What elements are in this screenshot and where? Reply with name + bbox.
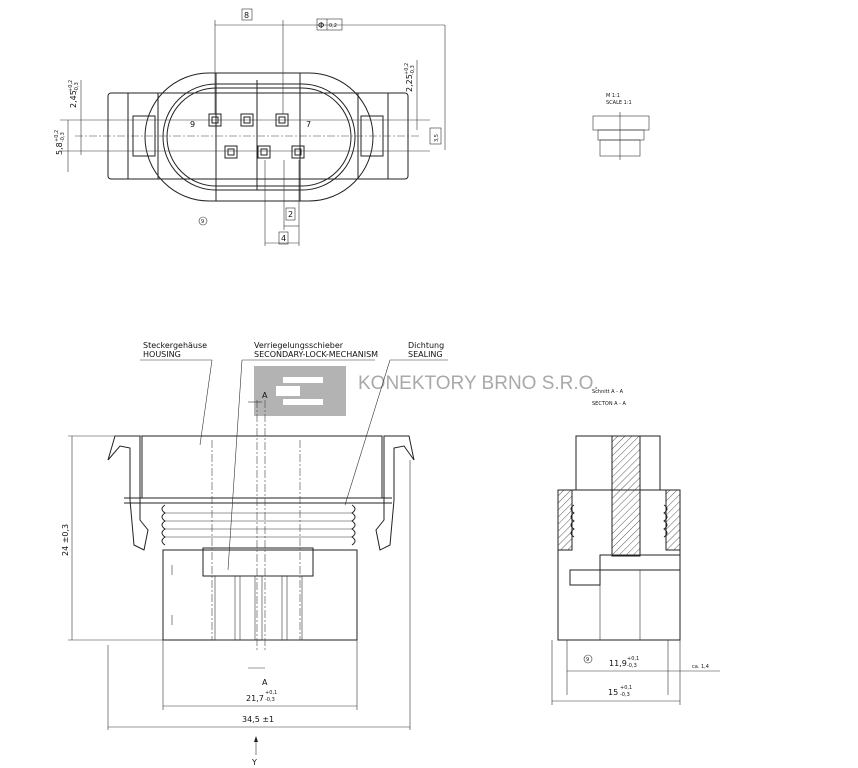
scale-view: M 1:1 SCALE 1:1 — [592, 93, 650, 160]
right-latch — [375, 435, 415, 551]
marker-label: 9 — [586, 657, 589, 663]
section-title-de: Schnitt A - A — [592, 389, 624, 395]
seal-ribs-left — [161, 504, 166, 546]
marker-circle — [198, 216, 208, 226]
tol-lower: -0,3 — [627, 663, 637, 669]
section-hatch — [611, 435, 641, 557]
seal-ribs-right — [351, 504, 356, 546]
tol-lower: -0,3 — [74, 82, 80, 92]
tolerance-frame — [316, 18, 343, 31]
dim-5-8: 5,8 — [55, 142, 64, 155]
dim-4: 4 — [281, 234, 286, 243]
position-tolerance: 0,2 — [329, 23, 337, 29]
pin-label: 9 — [190, 120, 195, 129]
tol-upper: +0,2 — [54, 130, 60, 142]
pin-label: 7 — [306, 120, 311, 129]
label-housing-en: HOUSING — [143, 350, 181, 359]
oval-shroud — [144, 72, 374, 202]
label-seal-de: Dichtung — [408, 341, 444, 350]
position-symbol: Φ — [318, 21, 324, 30]
dim-2: 2 — [288, 210, 293, 219]
section-mark-top: A — [262, 391, 268, 400]
tol-lower: -0,3 — [620, 692, 630, 698]
secondary-lock — [202, 547, 314, 577]
dim-34-5: 34,5 ±1 — [242, 715, 274, 724]
left-latch — [107, 435, 149, 551]
inner-oval-2 — [166, 87, 352, 187]
section-view: Schnitt A - A SECTON A - A 9 11,9 +0,1 -… — [551, 389, 720, 705]
dim-15: 15 — [608, 688, 618, 697]
section-mark-bottom: A — [262, 678, 268, 687]
view-direction-y: Y — [251, 758, 257, 767]
watermark-text: KONEKTORY BRNO S.R.O. — [358, 373, 599, 394]
tol-upper: +0,1 — [627, 656, 639, 662]
dim-2-25: 2,25 — [405, 74, 414, 92]
label-lock-de: Verriegelungsschieber — [254, 341, 344, 350]
dim-box — [241, 8, 253, 21]
tol-lower: -0,3 — [265, 697, 275, 703]
section-title-en: SECTON A - A — [592, 401, 627, 407]
housing-upper — [141, 435, 383, 499]
label-seal-en: SEALING — [408, 350, 443, 359]
tol-upper: +0,1 — [620, 685, 632, 691]
front-view: A A 24 ±0,3 21,7 +0,1 -0,3 34,5 ±1 Y — [61, 391, 415, 767]
housing-lower — [162, 549, 358, 641]
tol-lower: -0,3 — [60, 132, 66, 142]
dim-ca: ca. 1,4 — [692, 664, 709, 670]
dim-21-7: 21,7 — [246, 694, 264, 703]
callout-labels: Steckergehäuse HOUSING Verriegelungsschi… — [140, 341, 448, 571]
tol-upper: +0,1 — [265, 690, 277, 696]
scale-label-de: M 1:1 — [606, 93, 620, 99]
dim-8: 8 — [244, 11, 249, 20]
dim-2-45: 2,45 — [69, 90, 78, 108]
scale-label-en: SCALE 1:1 — [606, 100, 632, 106]
tol-upper: +0,2 — [404, 63, 410, 75]
top-view: 8 Φ 0,2 2,45 +0,2 -0,3 5,8 +0,2 -0,3 2,2… — [54, 8, 446, 246]
label-housing-de: Steckergehäuse — [143, 341, 207, 350]
label-lock-en: SECONDARY-LOCK-MECHANISM — [254, 350, 378, 359]
marker-circle — [583, 654, 593, 664]
company-logo — [254, 366, 346, 416]
tol-upper: +0,2 — [68, 80, 74, 92]
marker-label: 9 — [201, 219, 204, 225]
dim-height: 24 ±0,3 — [61, 524, 70, 556]
tol-lower: -0,3 — [410, 65, 416, 75]
dim-11-9: 11,9 — [609, 659, 627, 668]
inner-oval — [162, 83, 356, 191]
dim-3-5: 3,5 — [434, 134, 440, 142]
